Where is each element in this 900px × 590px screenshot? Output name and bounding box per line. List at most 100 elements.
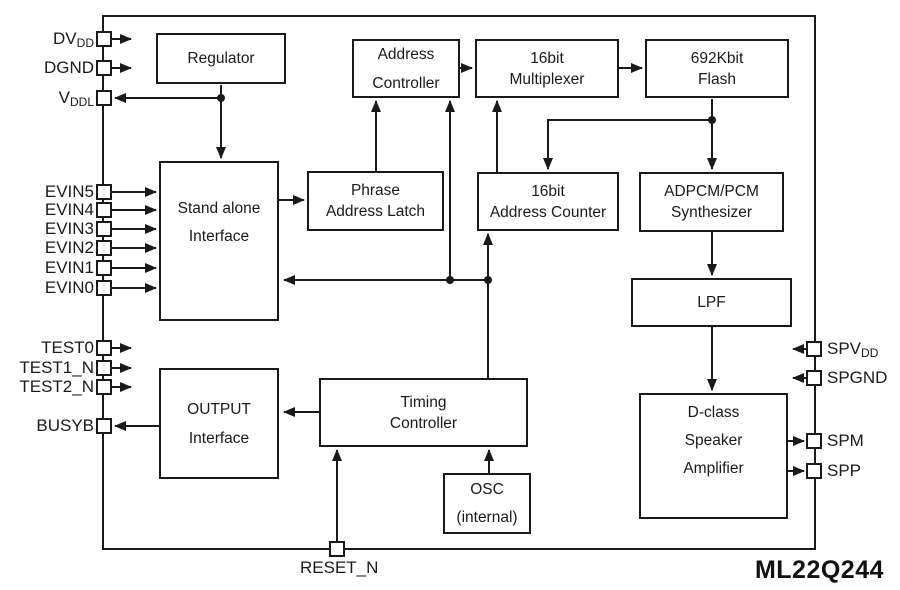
pin-label-text: SPGND	[827, 368, 888, 387]
block-timing-controller-label: Controller	[389, 414, 458, 432]
pin-spp	[806, 463, 822, 479]
pin-label-vddl: VDDL	[59, 88, 94, 112]
block-osc-internal-label: (internal)	[456, 509, 518, 526]
block-timing-controller: Timing Controller	[319, 378, 528, 447]
block-timing-controller-label: Timing	[400, 393, 447, 411]
pin-test0	[96, 340, 112, 356]
block-phrase-address-latch-label: Phrase	[350, 182, 401, 199]
pin-label-spp: SPP	[827, 461, 861, 481]
block-output-interface-label: OUTPUT	[187, 400, 251, 418]
pin-label-text: BUSYB	[36, 416, 94, 435]
block-adpcm-pcm-synthesizer: ADPCM/PCM Synthesizer	[639, 172, 784, 232]
pin-label-evin4: EVIN4	[45, 200, 94, 220]
block-osc-internal-label: OSC	[470, 481, 504, 498]
pin-label-text: RESET_N	[300, 558, 379, 577]
pin-label-text: SPV	[827, 339, 862, 358]
pin-label-text: SPP	[827, 461, 862, 480]
pin-evin0	[96, 280, 112, 296]
pin-label-text: DV	[53, 29, 77, 48]
block-692kbit-flash-label: 692Kbit	[690, 49, 744, 67]
block-16bit-address-counter-label: Address Counter	[489, 203, 607, 221]
pin-label-text: EVIN1	[44, 258, 94, 277]
pin-test2n	[96, 379, 112, 395]
pin-label-test0: TEST0	[41, 338, 94, 358]
pin-evin1	[96, 260, 112, 276]
pin-label-text: TEST0	[41, 338, 94, 357]
pin-label-evin0: EVIN0	[45, 278, 94, 298]
block-address-controller: Address Controller	[352, 39, 460, 98]
pin-label-text: TEST2_N	[19, 377, 94, 396]
junction-dots	[217, 94, 716, 284]
block-16bit-address-counter: 16bit Address Counter	[477, 172, 619, 231]
block-16bit-address-counter-label: 16bit	[531, 182, 565, 200]
block-address-controller-label: Address	[377, 45, 435, 63]
block-16bit-multiplexer-label: 16bit	[530, 49, 564, 67]
block-phrase-address-latch: Phrase Address Latch	[307, 171, 444, 231]
pin-label-spm: SPM	[827, 431, 864, 451]
pin-label-test1n: TEST1_N	[19, 358, 94, 378]
pin-label-text: EVIN0	[44, 278, 94, 297]
pin-label-evin3: EVIN3	[45, 219, 94, 239]
pin-label-text: DGND	[43, 58, 94, 77]
block-adpcm-pcm-synthesizer-label: ADPCM/PCM	[664, 183, 759, 200]
pin-label-text: EVIN3	[44, 219, 94, 238]
junction-dot	[708, 116, 716, 124]
block-address-controller-label: Controller	[372, 74, 440, 92]
junction-dot	[484, 276, 492, 284]
block-692kbit-flash-label: Flash	[698, 70, 736, 88]
pin-vddl	[96, 90, 112, 106]
pin-label-text: EVIN5	[44, 182, 94, 201]
pin-label-dvdd: DVDD	[53, 29, 94, 53]
pin-label-subscript: DD	[76, 36, 94, 50]
pin-label-evin2: EVIN2	[45, 238, 94, 258]
block-lpf-label: LPF	[697, 294, 726, 311]
block-692kbit-flash: 692Kbit Flash	[645, 39, 789, 98]
pin-label-text: EVIN4	[44, 200, 94, 219]
pin-resetn	[329, 541, 345, 557]
pin-label-subscript: DDL	[69, 95, 94, 109]
block-dclass-speaker-amplifier-label: Speaker	[684, 431, 743, 449]
junction-dot	[217, 94, 225, 102]
block-regulator-label: Regulator	[187, 50, 255, 67]
pin-spgnd	[806, 370, 822, 386]
pin-label-text: TEST1_N	[19, 358, 94, 377]
pin-test1n	[96, 360, 112, 376]
block-standalone-interface: Stand alone Interface	[159, 161, 279, 321]
block-standalone-interface-label: Stand alone	[177, 199, 261, 217]
block-16bit-multiplexer-label: Multiplexer	[509, 70, 585, 88]
pin-label-dgnd: DGND	[44, 58, 94, 78]
block-standalone-interface-label: Interface	[188, 227, 250, 245]
block-output-interface-label: Interface	[188, 429, 250, 447]
pin-dgnd	[96, 60, 112, 76]
pin-label-evin1: EVIN1	[45, 258, 94, 278]
pin-evin2	[96, 240, 112, 256]
pin-evin3	[96, 221, 112, 237]
pin-evin4	[96, 202, 112, 218]
chip-part-number: ML22Q244	[754, 556, 884, 584]
block-dclass-speaker-amplifier-label: D-class	[687, 403, 740, 421]
block-adpcm-pcm-synthesizer-label: Synthesizer	[671, 204, 752, 221]
pin-label-spgnd: SPGND	[827, 368, 887, 388]
pin-label-text: EVIN2	[44, 238, 94, 257]
pin-label-busyb: BUSYB	[36, 416, 94, 436]
pin-evin5	[96, 184, 112, 200]
block-dclass-speaker-amplifier-label: Amplifier	[683, 459, 744, 477]
block-dclass-speaker-amplifier: D-class Speaker Amplifier	[639, 393, 788, 519]
pin-label-test2n: TEST2_N	[19, 377, 94, 397]
pin-label-subscript: DD	[861, 346, 879, 360]
pin-label-text: SPM	[827, 431, 864, 450]
pin-dvdd	[96, 31, 112, 47]
block-phrase-address-latch-label: Address Latch	[325, 203, 426, 220]
block-regulator: Regulator	[156, 33, 286, 84]
pin-spvdd	[806, 341, 822, 357]
pin-label-resetn: RESET_N	[300, 558, 378, 578]
pin-label-text: V	[58, 88, 70, 107]
junction-dot	[446, 276, 454, 284]
pin-busyb	[96, 418, 112, 434]
pin-spm	[806, 433, 822, 449]
block-lpf: LPF	[631, 278, 792, 327]
wire-flash-branch-to-address-counter	[543, 119, 712, 170]
block-osc-internal: OSC (internal)	[443, 473, 531, 534]
